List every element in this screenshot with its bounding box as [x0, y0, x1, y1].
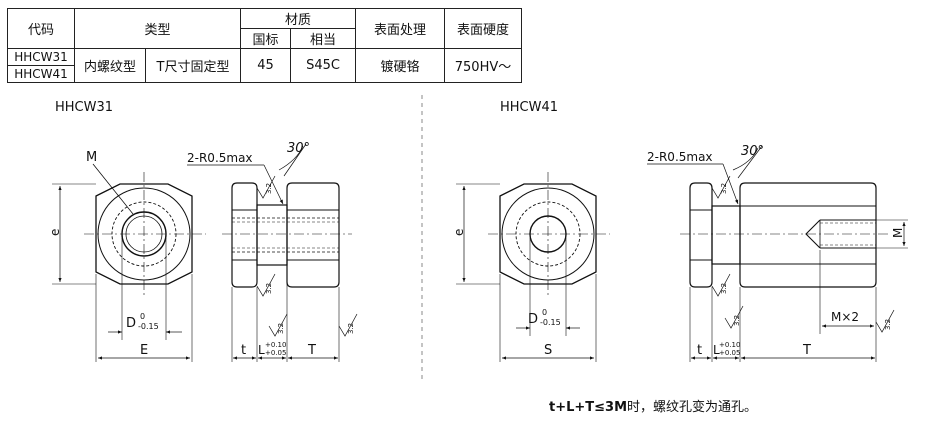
- right-label-radius: 2-R0.5max: [647, 150, 713, 164]
- right-L-upper: +0.10: [719, 341, 740, 349]
- svg-text:3.2: 3.2: [884, 319, 892, 330]
- header-material-equiv: 相当: [290, 28, 356, 49]
- right-d-upper: 0: [542, 308, 547, 317]
- left-L-upper: +0.10: [265, 341, 286, 349]
- right-label-angle: 30°: [741, 144, 764, 159]
- right-hex-front-view: [488, 172, 610, 296]
- left-label-E: E: [140, 343, 148, 358]
- note-body: 时，螺纹孔变为通孔。: [627, 400, 758, 415]
- header-hardness: 表面硬度: [444, 8, 522, 49]
- spec-table: 代码 类型 材质 表面处理 表面硬度 国标 相当 HHCW31 内螺纹型 T尺寸…: [7, 8, 522, 83]
- cell-type-b: T尺寸固定型: [145, 48, 241, 83]
- left-label-L: L: [258, 343, 265, 357]
- left-label-angle: 30°: [287, 141, 310, 156]
- left-d-upper: 0: [140, 312, 145, 321]
- right-roughness-symbol-bottom-1: 3.2: [711, 273, 731, 297]
- left-label-t: t: [241, 343, 246, 358]
- cell-std: 45: [240, 48, 291, 83]
- left-title: HHCW31: [55, 100, 113, 115]
- svg-text:3.2: 3.2: [277, 323, 285, 334]
- right-label-e: e: [452, 229, 466, 236]
- right-label-L: L: [713, 343, 720, 357]
- left-label-d: D: [126, 316, 136, 331]
- header-code: 代码: [7, 8, 75, 49]
- cell-type-a: 内螺纹型: [74, 48, 146, 83]
- right-label-t: t: [697, 343, 702, 358]
- left-roughness-symbol-top: 3.2: [256, 175, 276, 199]
- svg-text:3.2: 3.2: [265, 283, 273, 294]
- left-roughness-symbol-right: 3.2: [338, 313, 358, 337]
- right-d-lower: -0.15: [540, 318, 561, 327]
- right-title: HHCW41: [500, 100, 558, 115]
- header-type: 类型: [74, 8, 241, 49]
- right-label-S: S: [544, 343, 552, 358]
- svg-text:3.2: 3.2: [347, 323, 355, 334]
- right-side-view: [680, 182, 890, 288]
- right-label-M: M: [891, 228, 905, 238]
- left-hex-front-view: [84, 172, 206, 296]
- note-formula: t+L+T≤3M: [549, 400, 628, 415]
- right-L-lower: +0.05: [719, 349, 740, 357]
- left-label-radius: 2-R0.5max: [187, 151, 253, 165]
- left-roughness-symbol-bottom-2: 3.2: [268, 313, 288, 337]
- svg-text:3.2: 3.2: [720, 183, 728, 194]
- cell-hardness: 750HV～: [444, 48, 522, 83]
- left-label-m: M: [86, 150, 97, 165]
- svg-text:3.2: 3.2: [720, 283, 728, 294]
- left-roughness-symbol-bottom-1: 3.2: [256, 273, 276, 297]
- cell-surface: 镀硬铬: [355, 48, 445, 83]
- right-label-Mx2: M×2: [831, 310, 859, 324]
- right-roughness-symbol-top: 3.2: [711, 175, 731, 199]
- right-roughness-symbol-right: 3.2: [875, 309, 895, 333]
- right-label-d: D: [528, 312, 538, 327]
- cell-code-2: HHCW41: [7, 65, 75, 83]
- left-L-lower: +0.05: [265, 349, 286, 357]
- left-d-lower: -0.15: [138, 322, 159, 331]
- svg-text:3.2: 3.2: [733, 315, 741, 326]
- note-text: t+L+T≤3M时，螺纹孔变为通孔。: [549, 396, 757, 415]
- svg-text:3.2: 3.2: [265, 183, 273, 194]
- left-side-view: [222, 182, 352, 288]
- right-label-T: T: [802, 343, 811, 358]
- right-roughness-symbol-bottom-2: 3.2: [724, 305, 744, 329]
- left-label-T: T: [307, 343, 316, 358]
- left-label-e: e: [48, 229, 62, 236]
